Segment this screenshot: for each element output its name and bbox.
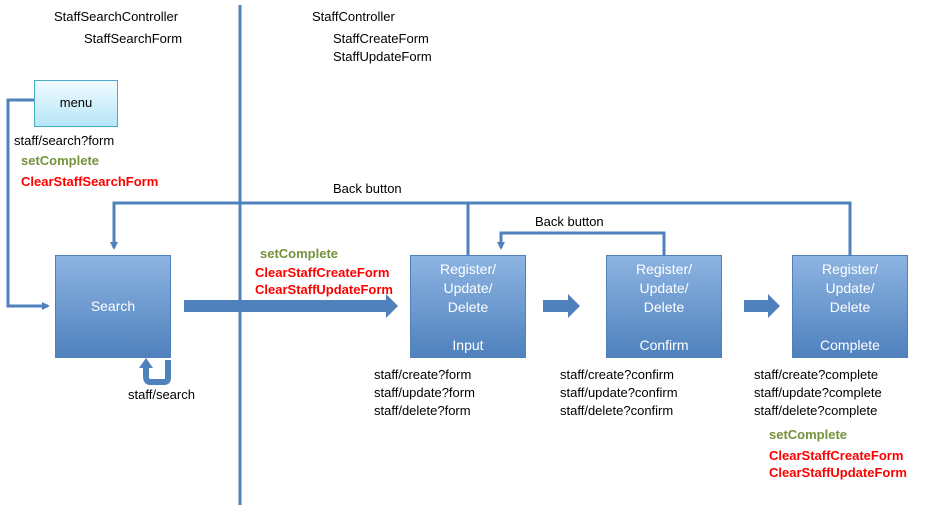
- set-complete-left: setComplete: [21, 153, 100, 168]
- staff-create-form-label: StaffCreateForm: [333, 31, 429, 46]
- back-button-inner-label: Back button: [535, 214, 604, 229]
- menu-label: menu: [59, 95, 93, 110]
- clear-update-form-complete: ClearStaffUpdateForm: [769, 465, 907, 480]
- confirm-step-box[interactable]: Register/ Update/ Delete Confirm: [606, 255, 722, 358]
- confirm-url-delete: staff/delete?confirm: [560, 403, 674, 418]
- input-title-line-1: Register/: [439, 261, 497, 277]
- confirm-title-line-2: Update/: [639, 280, 689, 296]
- input-url-create: staff/create?form: [374, 367, 472, 382]
- input-step-box[interactable]: Register/ Update/ Delete Input: [410, 255, 526, 358]
- search-loop-url: staff/search: [128, 387, 195, 402]
- confirm-title-line-1: Register/: [635, 261, 693, 277]
- input-url-delete: staff/delete?form: [374, 403, 471, 418]
- complete-step-box[interactable]: Register/ Update/ Delete Complete: [792, 255, 908, 358]
- search-loop-arrow: [143, 360, 171, 385]
- complete-url-create: staff/create?complete: [754, 367, 879, 382]
- input-title-line-2: Update/: [443, 280, 493, 296]
- menu-box[interactable]: menu: [34, 80, 118, 127]
- clear-create-form-complete: ClearStaffCreateForm: [769, 448, 904, 463]
- staff-update-form-label: StaffUpdateForm: [333, 49, 432, 64]
- clear-update-form-transition: ClearStaffUpdateForm: [255, 282, 393, 297]
- complete-title-line-3: Delete: [829, 299, 871, 315]
- search-box[interactable]: Search: [55, 255, 171, 358]
- search-controller-label: StaffSearchController: [54, 9, 179, 24]
- complete-title-line-1: Register/: [821, 261, 879, 277]
- back-button-outer-label: Back button: [333, 181, 402, 196]
- search-loop-arrowhead: [139, 358, 153, 368]
- search-to-input-arrow: [184, 294, 398, 318]
- confirm-step-label: Confirm: [639, 337, 689, 353]
- search-url: staff/search?form: [14, 133, 115, 148]
- clear-search-form: ClearStaffSearchForm: [21, 174, 159, 189]
- input-to-confirm-arrow: [543, 294, 580, 318]
- input-title-line-3: Delete: [447, 299, 489, 315]
- clear-create-form-transition: ClearStaffCreateForm: [255, 265, 390, 280]
- confirm-title-line-3: Delete: [643, 299, 685, 315]
- search-form-label: StaffSearchForm: [84, 31, 183, 46]
- confirm-url-create: staff/create?confirm: [560, 367, 674, 382]
- set-complete-complete: setComplete: [769, 427, 848, 442]
- set-complete-transition: setComplete: [260, 246, 339, 261]
- staff-controller-label: StaffController: [312, 9, 395, 24]
- complete-url-delete: staff/delete?complete: [754, 403, 878, 418]
- input-step-label: Input: [452, 337, 484, 353]
- back-button-outer-arrow: [110, 201, 852, 255]
- complete-step-label: Complete: [820, 337, 880, 353]
- complete-title-line-2: Update/: [825, 280, 875, 296]
- input-url-update: staff/update?form: [374, 385, 475, 400]
- menu-to-search-arrow: [6, 98, 50, 310]
- confirm-to-complete-arrow: [744, 294, 780, 318]
- search-label: Search: [90, 298, 136, 314]
- back-button-inner-arrow: [497, 231, 666, 255]
- confirm-url-update: staff/update?confirm: [560, 385, 678, 400]
- complete-url-update: staff/update?complete: [754, 385, 882, 400]
